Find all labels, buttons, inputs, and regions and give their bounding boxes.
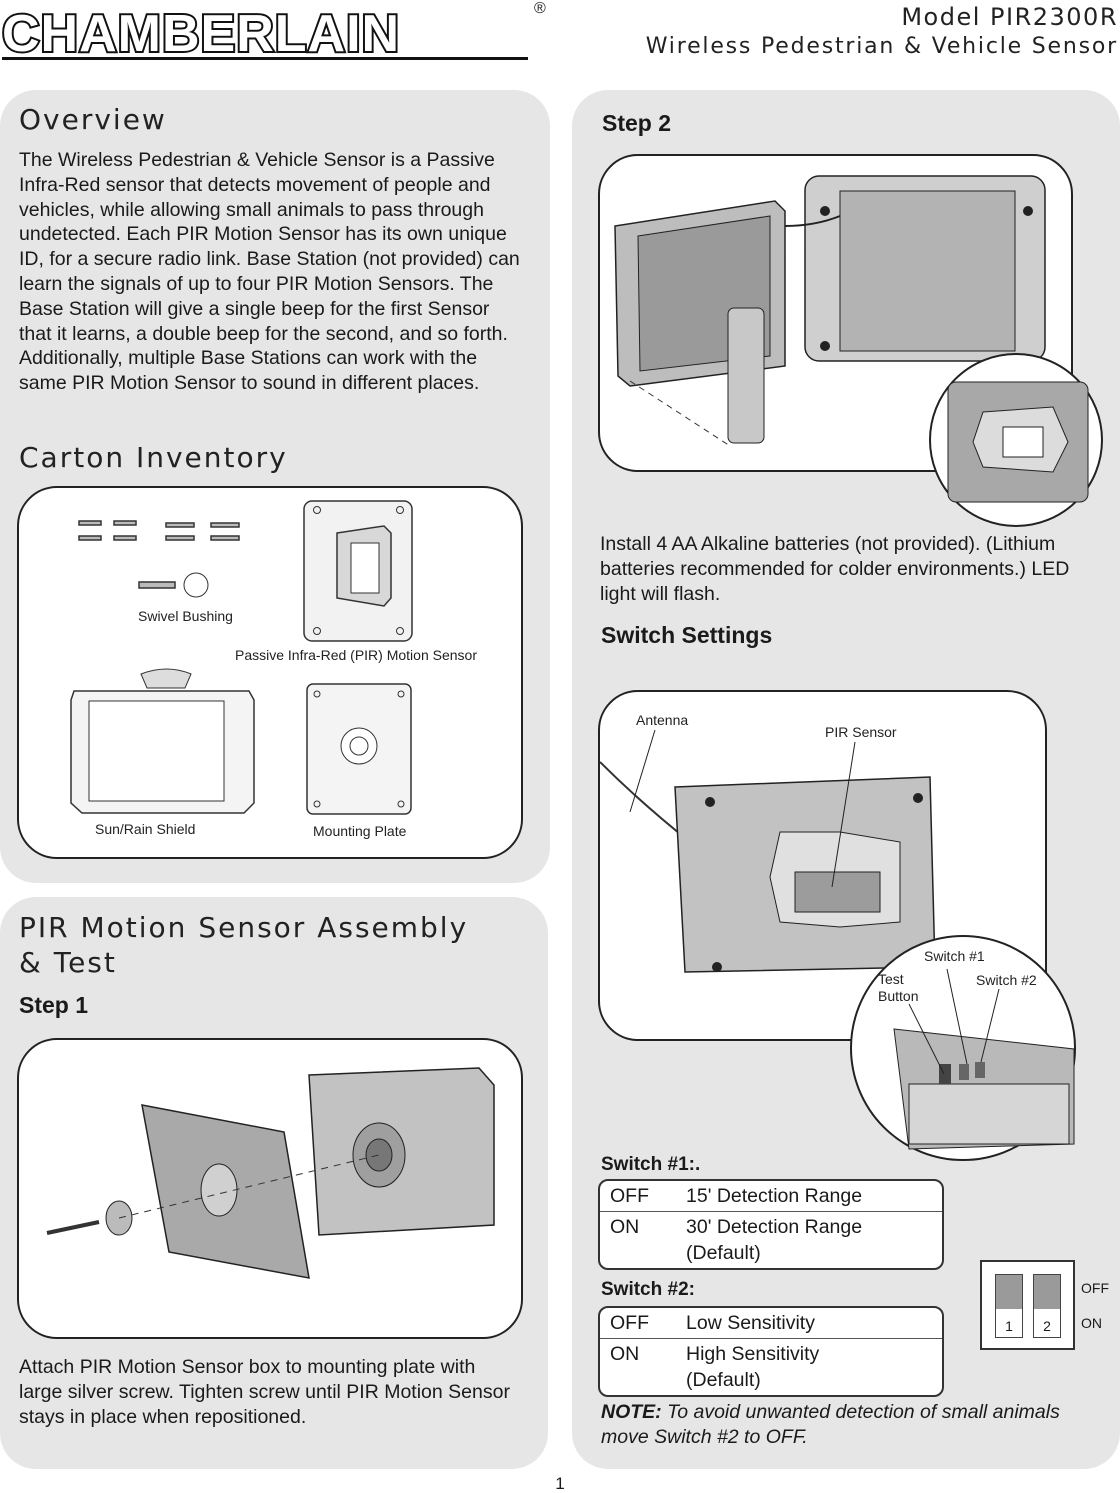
dip-number-1: 1 — [1005, 1318, 1013, 1334]
inventory-title: Carton Inventory — [19, 441, 288, 474]
assembly-title-line2: & Test — [19, 946, 117, 979]
pir-lens-detail-circle — [929, 353, 1103, 527]
dip-switch-1: 1 — [995, 1274, 1023, 1338]
switch2-row-on: ON High Sensitivity (Default) — [600, 1338, 942, 1395]
switch2-on-key: ON — [610, 1343, 640, 1365]
switch1-callout: Switch #1 — [924, 948, 985, 964]
button-callout: Button — [878, 988, 919, 1004]
dip-switch-diagram: 1 2 — [980, 1260, 1075, 1350]
pir-sensor-label: Passive Infra-Red (PIR) Motion Sensor — [235, 647, 477, 663]
registered-mark: ® — [534, 0, 546, 17]
mounting-plate-label: Mounting Plate — [313, 823, 407, 839]
switch2-title: Switch #2: — [601, 1279, 695, 1300]
switch1-row-on: ON 30' Detection Range (Default) — [600, 1211, 942, 1268]
step2-text: Install 4 AA Alkaline batteries (not pro… — [600, 533, 1070, 605]
dip-knob-1 — [996, 1275, 1022, 1309]
switch1-title: Switch #1:. — [601, 1154, 701, 1175]
switch2-table: OFF Low Sensitivity ON High Sensitivity … — [598, 1306, 944, 1397]
note-text: To avoid unwanted detection of small ani… — [601, 1401, 1060, 1448]
dip-on-label: ON — [1081, 1315, 1102, 1331]
dip-off-label: OFF — [1081, 1280, 1109, 1296]
model-number: Model PIR2300R — [901, 3, 1118, 31]
pir-sensor-callout: PIR Sensor — [825, 724, 897, 740]
overview-body: The Wireless Pedestrian & Vehicle Sensor… — [19, 149, 520, 395]
page-number: 1 — [555, 1474, 565, 1493]
inventory-illustration: Swivel Bushing Passive Infra-Red (PIR) M… — [17, 486, 523, 859]
dip-switch-2: 2 — [1033, 1274, 1061, 1338]
switch-settings-title: Switch Settings — [601, 622, 773, 648]
overview-title: Overview — [19, 103, 167, 136]
logo-underline — [2, 57, 528, 60]
switch1-off-key: OFF — [610, 1185, 649, 1207]
step1-illustration — [17, 1038, 523, 1339]
switch-drawing — [600, 729, 936, 973]
brand-logo: CHAMBERLAIN — [0, 4, 532, 63]
switch-detail-circle — [850, 935, 1076, 1161]
product-name: Wireless Pedestrian & Vehicle Sensor — [645, 34, 1118, 59]
switch2-on-value: High Sensitivity (Default) — [686, 1343, 820, 1391]
antenna-label: Antenna — [636, 712, 689, 728]
switch2-off-key: OFF — [610, 1312, 649, 1334]
switch1-on-value: 30' Detection Range (Default) — [686, 1216, 863, 1264]
step2-title: Step 2 — [602, 110, 672, 136]
swivel-bushing-label: Swivel Bushing — [138, 608, 233, 624]
switch1-table: OFF 15' Detection Range ON 30' Detection… — [598, 1179, 944, 1270]
model-heading: Model PIR2300R Wireless Pedestrian & Veh… — [646, 2, 1118, 62]
step1-drawing — [46, 1067, 495, 1279]
note-label: NOTE: — [601, 1401, 662, 1423]
switch2-off-value: Low Sensitivity — [686, 1312, 815, 1334]
switch2-row-off: OFF Low Sensitivity — [600, 1308, 942, 1338]
step1-title: Step 1 — [19, 992, 89, 1018]
sun-rain-shield-label: Sun/Rain Shield — [95, 821, 196, 837]
switch2-callout: Switch #2 — [976, 972, 1037, 988]
switch1-on-key: ON — [610, 1216, 640, 1238]
step1-text: Attach PIR Motion Sensor box to mounting… — [19, 1356, 510, 1428]
switch1-row-off: OFF 15' Detection Range — [600, 1181, 942, 1211]
dip-number-2: 2 — [1043, 1318, 1051, 1334]
assembly-title-line1: PIR Motion Sensor Assembly — [19, 911, 469, 944]
note: NOTE: To avoid unwanted detection of sma… — [601, 1400, 1111, 1450]
dip-knob-2 — [1034, 1275, 1060, 1309]
inventory-drawing — [70, 500, 413, 815]
test-callout: Test — [878, 971, 904, 987]
switch1-off-value: 15' Detection Range — [686, 1185, 863, 1207]
brand-name: CHAMBERLAIN — [0, 5, 401, 63]
step2-drawing — [614, 175, 1046, 447]
